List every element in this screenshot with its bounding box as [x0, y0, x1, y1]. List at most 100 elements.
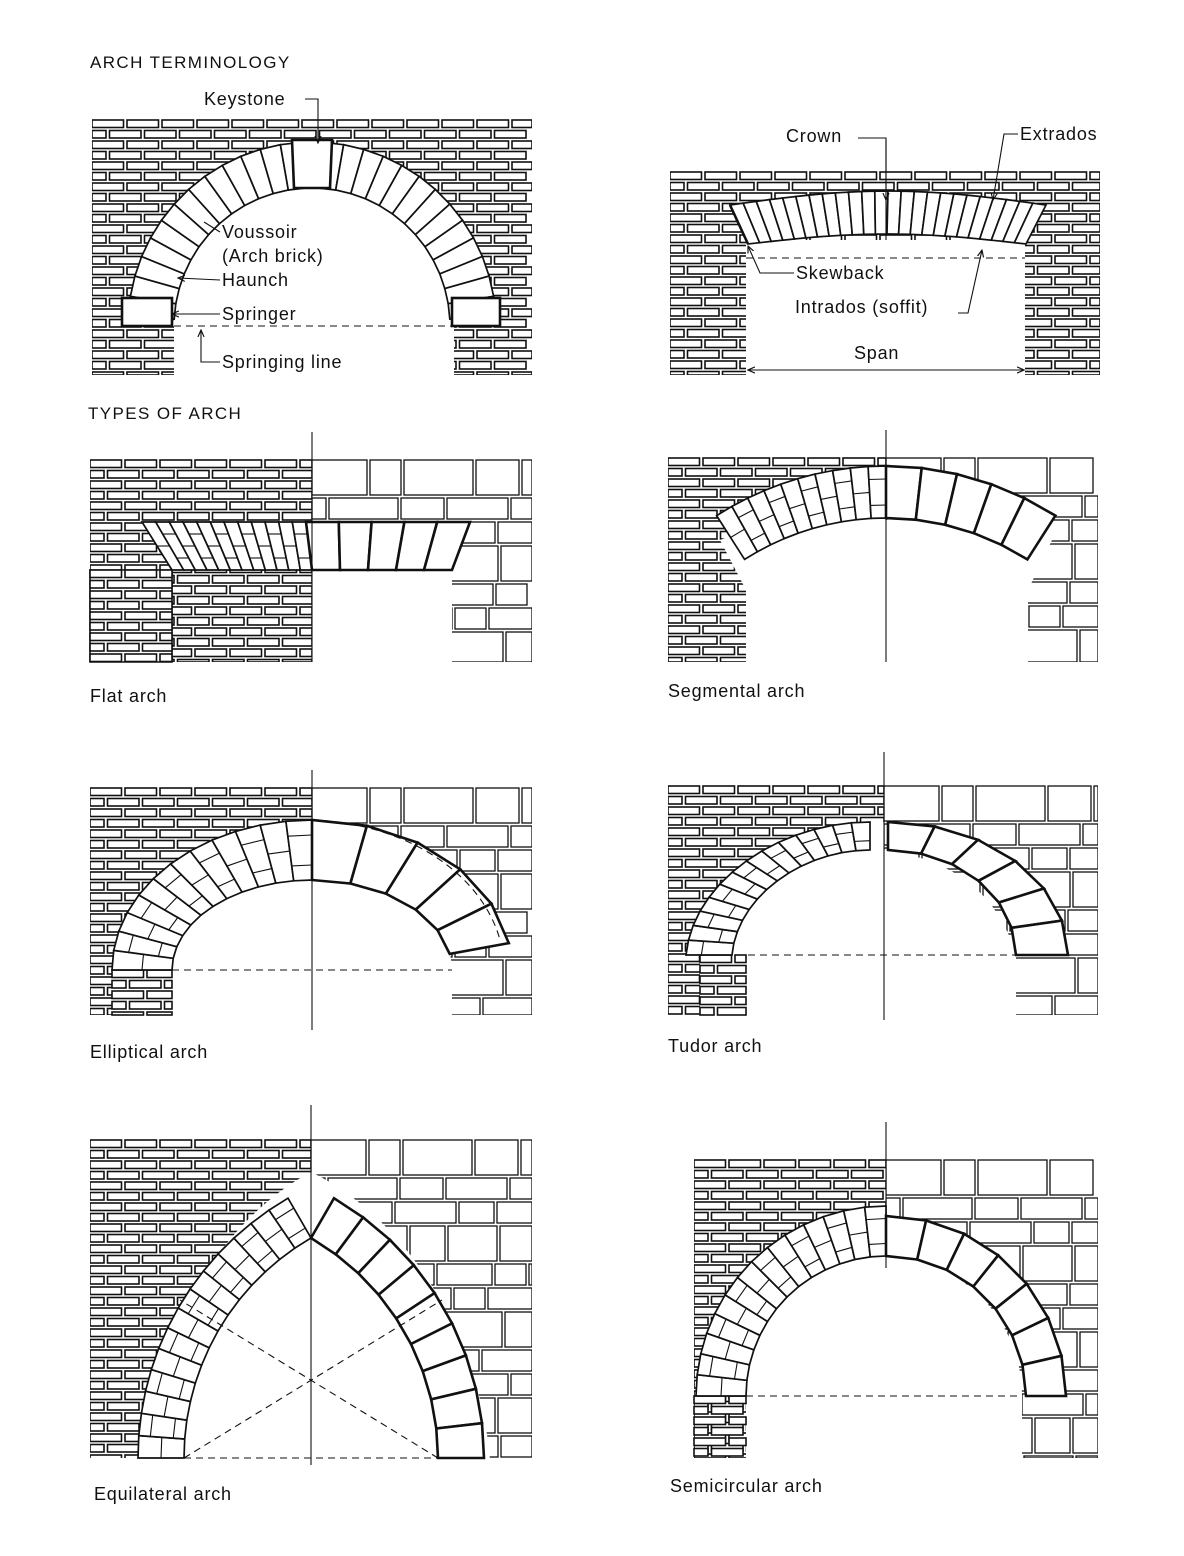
wall-brick — [299, 1139, 311, 1149]
wall-brick — [301, 371, 335, 375]
wall-stone — [528, 1263, 532, 1286]
wall-brick — [90, 871, 123, 881]
wall-brick — [842, 604, 876, 614]
wall-brick — [1089, 318, 1100, 328]
wall-brick — [824, 921, 858, 931]
voussoir-brick-joint — [709, 1356, 714, 1377]
wall-brick — [143, 192, 177, 202]
wall-stone — [341, 959, 398, 996]
wall-brick — [833, 1180, 867, 1190]
wall-brick — [684, 572, 718, 582]
wall-brick — [90, 480, 123, 490]
wall-brick — [694, 1295, 709, 1305]
wall-brick — [229, 1328, 263, 1338]
wall-stone — [973, 1331, 1006, 1368]
wall-brick — [106, 600, 140, 610]
wall-brick — [458, 129, 492, 139]
wall-brick — [807, 932, 841, 942]
wall-brick — [299, 1265, 311, 1275]
wall-stone — [521, 459, 532, 496]
wall-brick — [754, 1005, 788, 1015]
wall-brick — [772, 911, 806, 921]
voussoir-brick-joint — [163, 1396, 169, 1417]
caption-tudor-arch: Tudor arch — [668, 1036, 762, 1056]
leader-skewback — [748, 246, 794, 274]
wall-brick — [807, 869, 841, 879]
wall-brick — [728, 1201, 762, 1211]
wall-brick — [299, 892, 312, 902]
wall-brick — [371, 245, 405, 255]
wall-brick — [299, 976, 312, 986]
wall-brick — [264, 1412, 298, 1422]
wall-brick — [246, 1296, 280, 1306]
wall-brick — [686, 370, 720, 375]
voussoir-stone — [1021, 1354, 1068, 1398]
wall-brick — [89, 590, 123, 600]
wall-brick — [124, 1181, 158, 1191]
wall-brick — [229, 934, 263, 944]
wall-brick — [670, 339, 703, 349]
wall-brick — [824, 635, 858, 645]
wall-brick — [670, 255, 703, 265]
wall-brick — [739, 360, 773, 370]
wall-brick — [694, 1201, 727, 1211]
wall-brick — [229, 1412, 263, 1422]
wall-stone — [886, 581, 920, 604]
wall-brick — [833, 1369, 867, 1379]
wall-brick — [246, 1191, 280, 1201]
wall-stone — [974, 1197, 1019, 1220]
wall-stone — [454, 607, 487, 630]
wall-brick — [807, 562, 841, 572]
wall-brick — [756, 349, 790, 359]
wall-brick — [1089, 339, 1100, 349]
wall-stone — [520, 1139, 532, 1176]
wall-brick — [772, 541, 806, 551]
wall-brick — [246, 469, 280, 479]
wall-brick — [511, 224, 532, 234]
wall-brick — [106, 553, 140, 563]
wall-brick — [371, 350, 405, 360]
wall-brick — [693, 1447, 709, 1457]
wall-brick — [141, 1212, 175, 1222]
wall-brick — [737, 562, 771, 572]
wall-brick — [694, 1159, 727, 1169]
wall-brick — [194, 1181, 228, 1191]
wall-brick — [807, 995, 841, 1005]
wall-stone — [970, 1417, 1033, 1454]
wall-stone — [884, 933, 915, 956]
wall-brick — [859, 879, 884, 889]
wall-brick — [301, 308, 335, 318]
voussoir-brick-joint — [814, 1239, 832, 1248]
wall-brick — [670, 276, 703, 286]
wall-brick — [699, 954, 733, 964]
wall-brick — [877, 911, 884, 921]
wall-brick — [299, 1160, 311, 1170]
wall-brick — [668, 795, 683, 805]
wall-brick — [283, 339, 317, 349]
wall-brick — [90, 839, 105, 849]
wall-brick — [406, 287, 440, 297]
wall-brick — [668, 562, 701, 572]
wall-brick — [668, 467, 683, 477]
wall-brick — [826, 370, 860, 375]
wall-brick — [229, 627, 263, 637]
wall-stone — [396, 607, 453, 630]
wall-stone — [973, 629, 1006, 662]
wall-brick — [476, 203, 510, 213]
wall-brick — [194, 1139, 228, 1149]
wall-brick — [441, 119, 475, 129]
wall-brick — [826, 286, 860, 296]
wall-brick — [754, 963, 788, 973]
label-springer: Springer — [222, 304, 296, 324]
wall-brick — [194, 808, 228, 818]
wall-brick — [213, 339, 247, 349]
wall-brick — [141, 469, 175, 479]
wall-brick — [476, 140, 510, 150]
wall-brick — [694, 1180, 727, 1190]
wall-brick — [1019, 255, 1053, 265]
wall-brick — [754, 816, 788, 826]
wall-brick — [896, 370, 930, 375]
voussoir-brick-joint — [700, 941, 705, 956]
wall-brick — [281, 881, 312, 891]
wall-brick — [476, 350, 510, 360]
